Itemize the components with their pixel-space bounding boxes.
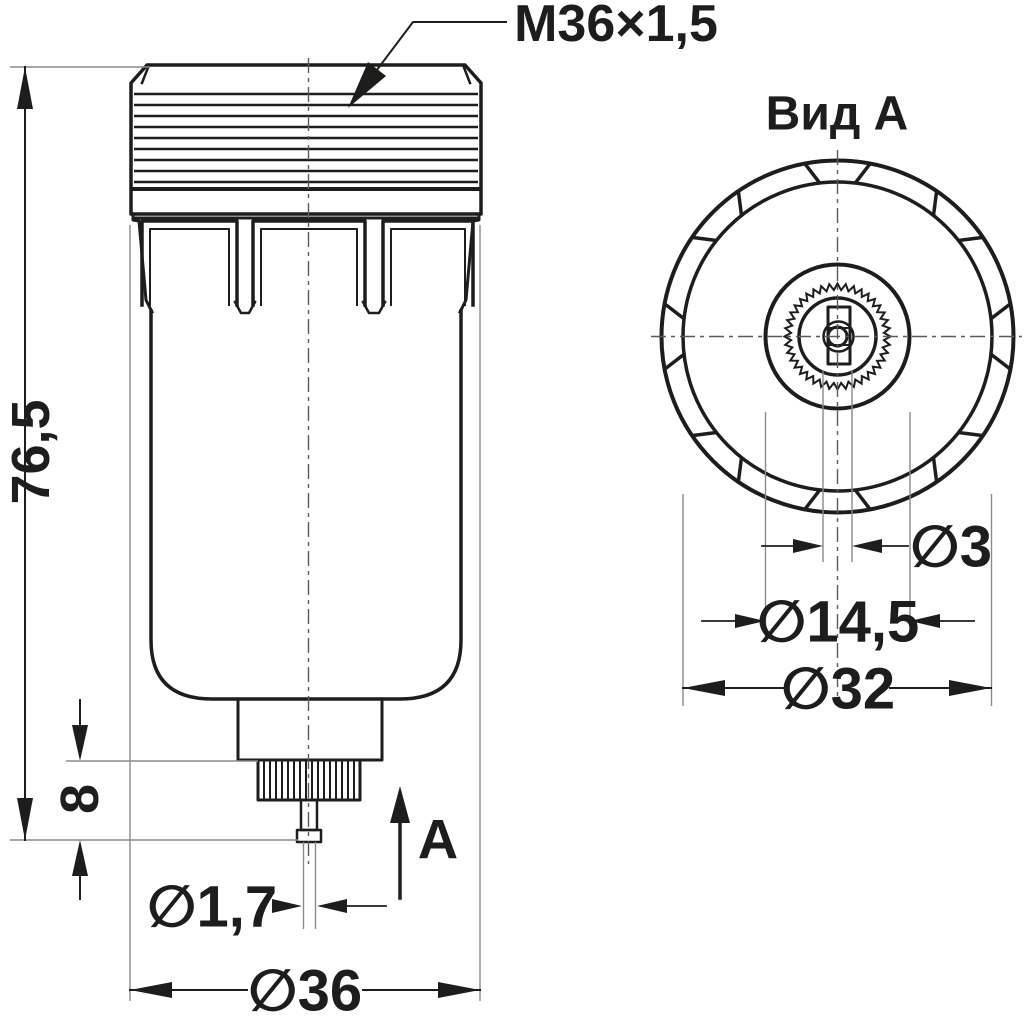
collar-slot-floor (361, 300, 387, 315)
dim-drain-height-text: 8 (50, 784, 110, 814)
rim-tab-edge (691, 430, 717, 438)
collar-tab-inner (260, 228, 358, 306)
rim-tab-edge (663, 352, 686, 371)
arrowhead-right (793, 539, 823, 553)
rim-tab-edge (803, 162, 822, 185)
thread-callout: M36×1,5 (348, 0, 718, 108)
filter-bowl (149, 309, 463, 701)
arrowhead-up (17, 67, 33, 109)
cap-chamfer-edges (140, 63, 472, 85)
collar-slot-floor (233, 300, 257, 315)
drain-knob-knurl-lines (263, 761, 355, 799)
view-direction-label: А (418, 808, 458, 871)
rim-tab-edge (989, 302, 1012, 321)
thread-callout-text: M36×1,5 (514, 0, 718, 53)
arrowhead-right (949, 680, 991, 696)
drain-boss (236, 697, 384, 762)
view-a-hole-circle (822, 320, 855, 353)
dim-pin-diameter-text: ∅1,7 (147, 875, 277, 940)
arrowhead-right (272, 899, 302, 913)
rim-tab-edge (958, 235, 984, 243)
callout-leader-line (350, 21, 507, 105)
collar-tab-inner (149, 228, 230, 306)
arrowhead-up (390, 786, 410, 823)
arrowhead-up (72, 840, 88, 876)
dim-knurl-diameter-text: ∅14,5 (757, 590, 920, 655)
knurl-ring (782, 281, 893, 392)
arrowhead-left (683, 680, 725, 696)
arrowhead-left (852, 539, 882, 553)
rim-tab-edge (736, 190, 744, 216)
callout-arrowhead (348, 62, 386, 108)
rim-tab-edge (989, 352, 1012, 371)
dim-overall-height-text: 76,5 (1, 399, 61, 504)
collar-tab-inner (390, 228, 466, 306)
dim-pin-diameter: ∅1,7 (147, 875, 387, 940)
rim-tab-edge (958, 430, 984, 438)
dim-slot-diameter-text: ∅3 (910, 515, 992, 580)
view-direction-arrow: А (390, 786, 458, 900)
rim-tab-edge (736, 457, 744, 483)
view-a: Вид А (651, 88, 1022, 706)
drain-pin-edges (302, 842, 317, 929)
view-a-knurl-boundary-circle (763, 262, 912, 411)
rim-tab-edge (663, 302, 686, 321)
grip-collar (131, 212, 481, 315)
arrowhead-left (130, 982, 172, 998)
arrowhead-right (438, 982, 480, 998)
dim-knurl-diameter: ∅14,5 (701, 590, 975, 655)
collar-tab (140, 219, 239, 307)
rim-tab-edge (931, 190, 939, 216)
side-view-dimensions: 76,5 8 ∅1,7 ∅36 M36×1 (1, 0, 718, 1017)
collar-tab (251, 219, 367, 307)
dim-bowl-diameter-text: ∅32 (781, 657, 895, 722)
arrowhead-left (910, 614, 940, 628)
dim-cap-diameter-text: ∅36 (248, 959, 362, 1017)
arrowhead-down (17, 798, 33, 840)
cap-outline (129, 63, 483, 216)
collar-tab (381, 219, 475, 307)
rim-tab-edge (853, 488, 872, 511)
view-a-title: Вид А (766, 88, 909, 141)
arrowhead-right (735, 614, 765, 628)
rim-tab-edge (803, 488, 822, 511)
extension-lines (10, 66, 481, 1001)
dim-cap-diameter: ∅36 (129, 959, 481, 1017)
extension-lines (682, 370, 993, 706)
rim-tab-edge (853, 162, 872, 185)
dim-bowl-diameter: ∅32 (682, 657, 992, 722)
collar-left-edge (131, 212, 155, 315)
arrowhead-left (317, 899, 347, 913)
rim-tab-edge (691, 235, 717, 243)
collar-right-edge (457, 212, 481, 315)
view-a-dimensions: ∅3 ∅14,5 ∅32 (682, 370, 993, 722)
view-a-rim-tabs (663, 162, 1012, 511)
side-view (129, 58, 483, 929)
cap-thread-lines (134, 92, 478, 184)
dim-drain-height: 8 (50, 699, 110, 900)
rim-tab-edge (931, 457, 939, 483)
arrowhead-down (72, 725, 88, 761)
dim-overall-height: 76,5 (1, 66, 61, 841)
dim-slot-diameter: ∅3 (761, 515, 992, 580)
view-a-knurl (782, 281, 893, 392)
